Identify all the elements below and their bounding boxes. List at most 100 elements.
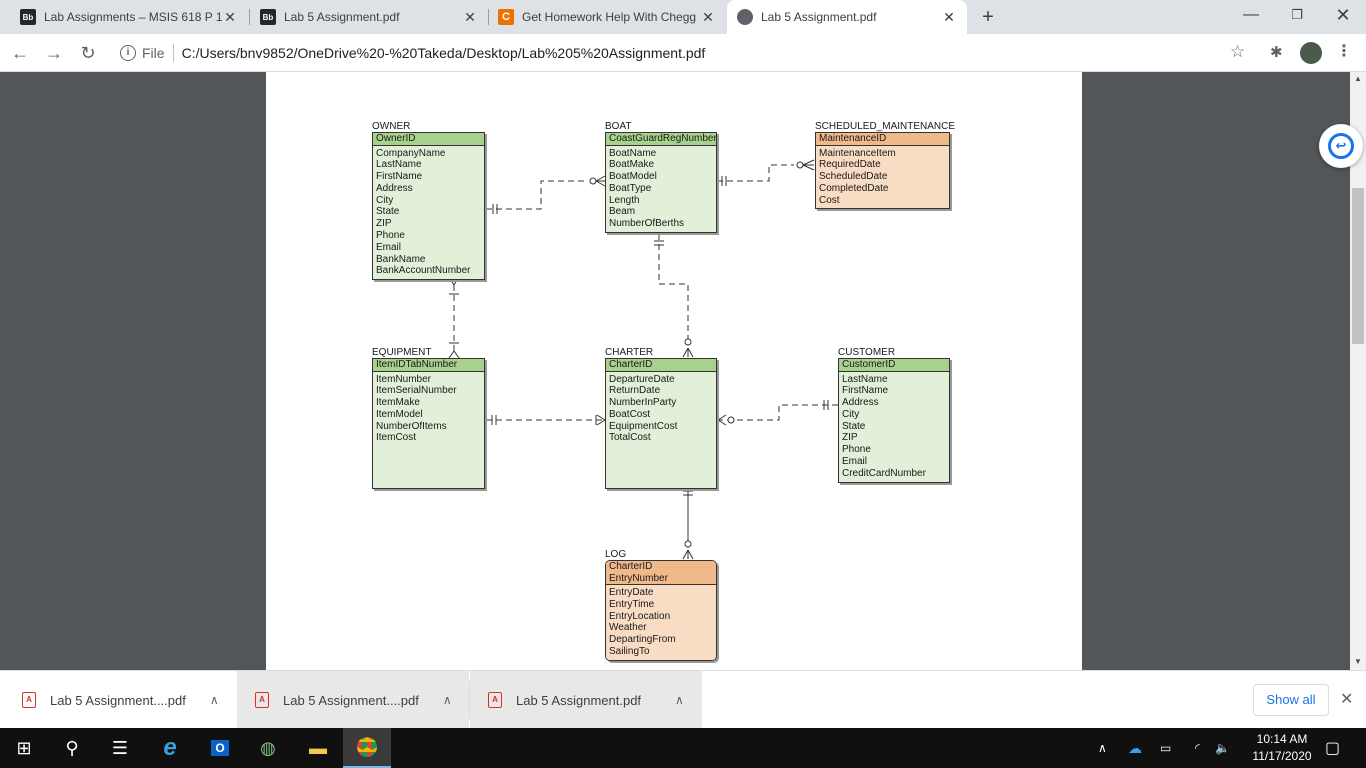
pdf-file-icon: A bbox=[255, 692, 269, 708]
attr: ItemCost bbox=[376, 432, 417, 444]
close-tab-icon[interactable]: ✕ bbox=[702, 8, 714, 25]
tab-chegg[interactable]: C Get Homework Help With Chegg ✕ bbox=[488, 0, 726, 34]
attr: NumberOfBerths bbox=[609, 218, 685, 230]
outlook-icon[interactable]: O bbox=[196, 728, 244, 768]
info-icon[interactable]: i bbox=[120, 45, 136, 61]
search-icon[interactable]: ⚲ bbox=[65, 737, 79, 758]
attr: SailingTo bbox=[609, 645, 650, 657]
globe-icon bbox=[737, 9, 753, 25]
attr: LastName bbox=[842, 373, 888, 385]
attr: BoatCost bbox=[609, 408, 651, 420]
wifi-icon[interactable]: ◜ bbox=[1195, 741, 1200, 755]
entity-equipment: EQUIPMENT ItemIDTabNumber ItemNumber Ite… bbox=[372, 347, 485, 489]
attr: LastName bbox=[376, 159, 422, 171]
download-item[interactable]: A Lab 5 Assignment....pdf ∧ bbox=[237, 671, 469, 729]
scroll-up-icon[interactable]: ▲ bbox=[1354, 74, 1362, 83]
chrome-icon[interactable] bbox=[343, 728, 391, 768]
attr: ZIP bbox=[842, 432, 858, 444]
battery-icon[interactable]: ▭ bbox=[1160, 741, 1172, 755]
attr: MaintenanceItem bbox=[819, 147, 896, 159]
volume-icon[interactable]: 🔈 bbox=[1215, 741, 1230, 755]
close-tab-icon[interactable]: ✕ bbox=[943, 8, 955, 25]
attr: TotalCost bbox=[609, 432, 651, 444]
chevron-up-icon[interactable]: ∧ bbox=[442, 693, 452, 707]
attr: NumberOfItems bbox=[376, 420, 447, 432]
pk-attr: CharterID bbox=[609, 359, 653, 370]
file-explorer-icon[interactable]: ▬ bbox=[309, 737, 327, 758]
attr: Cost bbox=[819, 194, 840, 206]
window-close-button[interactable]: ✕ bbox=[1335, 5, 1351, 25]
attr: ZIP bbox=[376, 218, 392, 230]
close-tab-icon[interactable]: ✕ bbox=[464, 8, 476, 25]
download-item[interactable]: A Lab 5 Assignment.pdf ∧ bbox=[470, 671, 702, 729]
show-all-button[interactable]: Show all bbox=[1253, 684, 1329, 716]
attr: CompletedDate bbox=[819, 182, 889, 194]
download-item[interactable]: A Lab 5 Assignment....pdf ∧ bbox=[0, 671, 236, 729]
windows-start-icon[interactable]: ⊞ bbox=[16, 737, 32, 758]
scroll-down-icon[interactable]: ▼ bbox=[1354, 657, 1362, 666]
tab-lab5-pdf-1[interactable]: Bb Lab 5 Assignment.pdf ✕ bbox=[250, 0, 488, 34]
attr: BoatModel bbox=[609, 171, 657, 183]
system-clock[interactable]: 10:14 AM 11/17/2020 bbox=[1240, 731, 1324, 765]
attr: EntryTime bbox=[609, 598, 655, 610]
entity-scheduled-maintenance: SCHEDULED_MAINTENANCE MaintenanceID Main… bbox=[815, 121, 955, 210]
attr: ItemMake bbox=[376, 397, 420, 409]
attr: Address bbox=[842, 397, 879, 409]
forward-button[interactable]: → bbox=[45, 43, 63, 63]
bookmark-star-icon[interactable]: ☆ bbox=[1230, 42, 1246, 61]
chevron-up-icon[interactable]: ∧ bbox=[209, 693, 219, 707]
onedrive-icon[interactable]: ☁ bbox=[1128, 739, 1142, 756]
attr: CreditCardNumber bbox=[842, 467, 926, 479]
attr: Beam bbox=[609, 206, 636, 218]
notifications-icon[interactable]: ▢ bbox=[1325, 740, 1341, 757]
tab-lab-assignments[interactable]: Bb Lab Assignments – MSIS 618 P 1 ✕ bbox=[10, 0, 248, 34]
pk-attr: CustomerID bbox=[842, 359, 896, 370]
tab-lab5-pdf-active[interactable]: Lab 5 Assignment.pdf ✕ bbox=[727, 0, 967, 34]
edge-icon[interactable]: e bbox=[163, 734, 177, 761]
reload-button[interactable]: ↻ bbox=[80, 43, 96, 63]
url-text[interactable]: C:/Users/bnv9852/OneDrive%20-%20Takeda/D… bbox=[181, 45, 706, 61]
attr: BankName bbox=[376, 253, 426, 265]
attr: FirstName bbox=[842, 385, 889, 397]
pk-attr: EntryNumber bbox=[609, 572, 668, 584]
vertical-scrollbar[interactable]: ▲ ▼ bbox=[1350, 72, 1366, 670]
close-tab-icon[interactable]: ✕ bbox=[224, 8, 236, 25]
attr: Length bbox=[609, 194, 640, 206]
attr: Phone bbox=[376, 230, 405, 242]
attr: BankAccountNumber bbox=[376, 265, 471, 277]
pk-attr: MaintenanceID bbox=[819, 133, 887, 144]
relationship-lines bbox=[448, 159, 839, 560]
attr: DepartureDate bbox=[609, 373, 675, 385]
back-button[interactable]: ← bbox=[11, 43, 29, 63]
entity-log: LOG CharterID EntryNumber EntryDate Entr… bbox=[605, 549, 717, 661]
profile-avatar[interactable] bbox=[1300, 42, 1322, 64]
entity-name: SCHEDULED_MAINTENANCE bbox=[815, 121, 956, 132]
minimize-button[interactable]: — bbox=[1243, 6, 1259, 23]
entity-name: BOAT bbox=[605, 121, 632, 132]
task-view-icon[interactable]: ☰ bbox=[111, 737, 129, 758]
pdf-viewer[interactable]: OWNER OwnerID CompanyName LastName First… bbox=[0, 72, 1350, 670]
attr: EntryLocation bbox=[609, 610, 671, 622]
pk-attr: ItemIDTabNumber bbox=[376, 359, 458, 370]
pdf-file-icon: A bbox=[488, 692, 502, 708]
menu-icon[interactable]: ⋮ bbox=[1336, 43, 1352, 60]
extensions-icon[interactable]: ✱ bbox=[1270, 44, 1283, 61]
tab-title: Lab 5 Assignment.pdf bbox=[284, 10, 400, 24]
new-tab-button[interactable]: + bbox=[982, 6, 994, 28]
attr: BoatType bbox=[609, 182, 652, 194]
address-bar[interactable]: i File C:/Users/bnv9852/OneDrive%20-%20T… bbox=[108, 38, 1258, 68]
chat-assistant-button[interactable]: ↩ bbox=[1319, 124, 1363, 168]
network-globe-icon[interactable]: ◍ bbox=[260, 737, 276, 758]
tray-chevron-icon[interactable]: ∧ bbox=[1098, 741, 1107, 755]
chat-icon: ↩ bbox=[1328, 133, 1354, 159]
entity-name: EQUIPMENT bbox=[372, 347, 432, 358]
download-filename: Lab 5 Assignment.pdf bbox=[516, 692, 642, 708]
chevron-up-icon[interactable]: ∧ bbox=[675, 693, 684, 707]
close-download-bar-icon[interactable]: ✕ bbox=[1340, 691, 1354, 708]
pdf-file-icon: A bbox=[22, 692, 36, 708]
attr: ScheduledDate bbox=[819, 171, 888, 183]
restore-button[interactable]: ❐ bbox=[1291, 7, 1303, 22]
entity-name: LOG bbox=[605, 549, 627, 560]
attr: Address bbox=[376, 182, 413, 194]
scroll-thumb[interactable] bbox=[1352, 188, 1364, 344]
